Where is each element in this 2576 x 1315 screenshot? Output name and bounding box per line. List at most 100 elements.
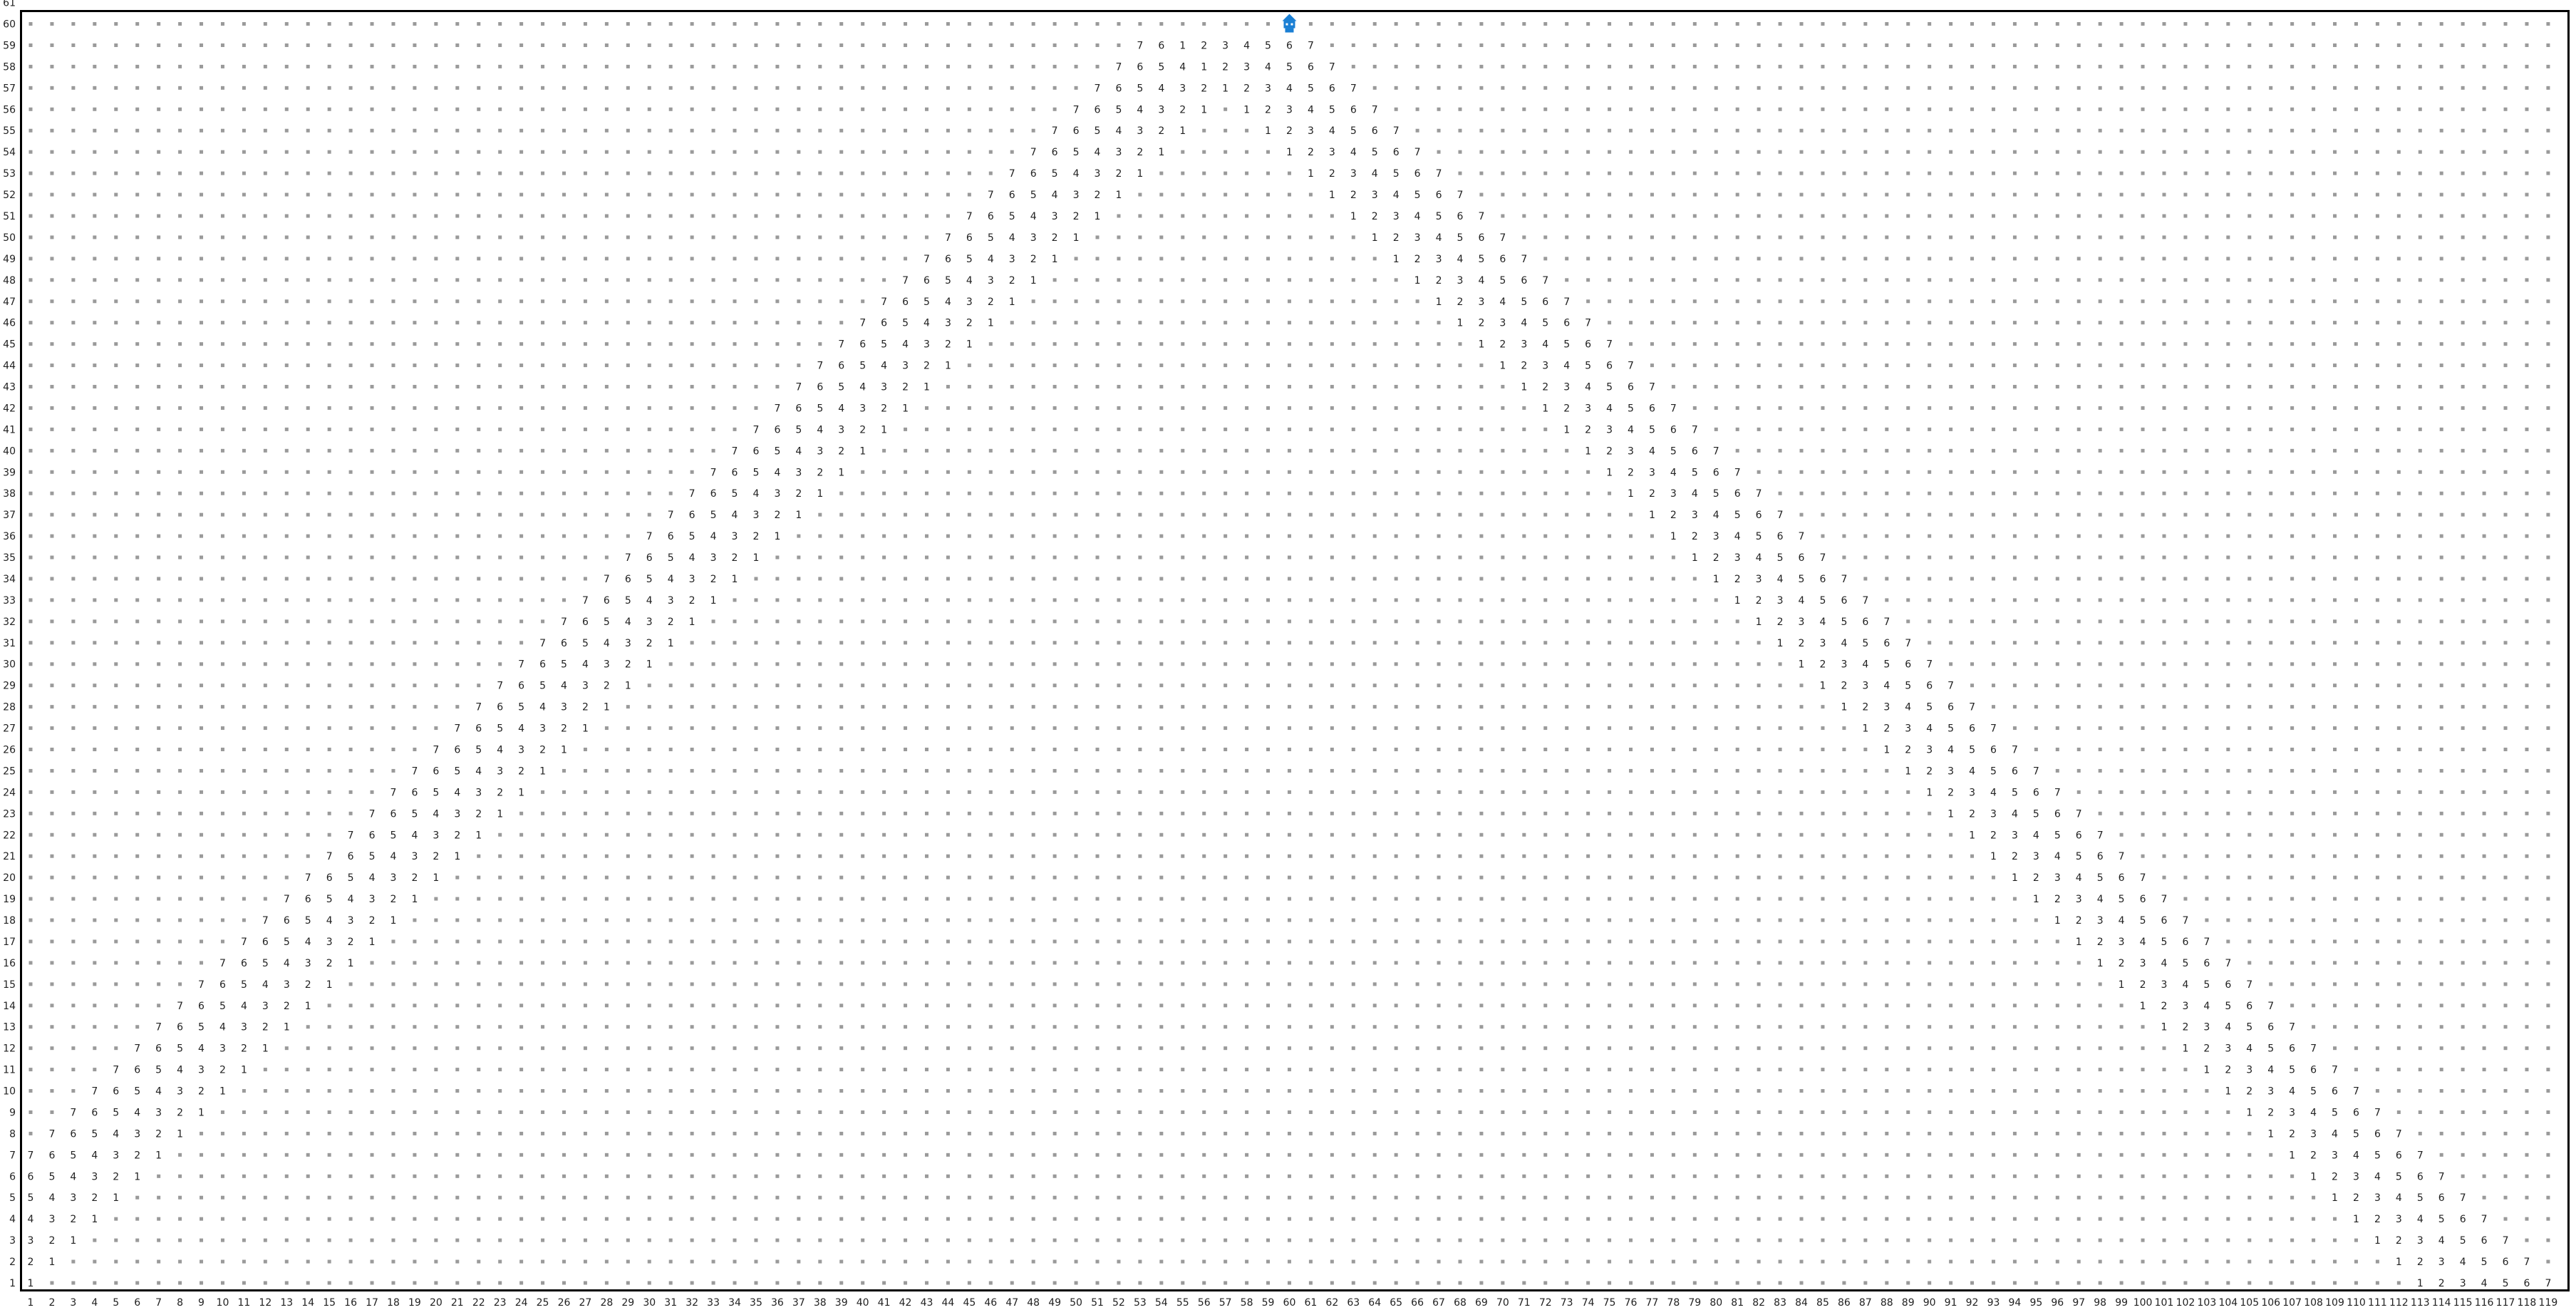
grid-dot: [348, 982, 353, 986]
grid-dot: [284, 470, 289, 474]
cell-number: 7: [1947, 681, 1954, 692]
cell-number: 7: [2076, 808, 2082, 820]
grid-dot: [157, 555, 161, 559]
grid-dot: [1031, 577, 1035, 581]
grid-dot: [220, 491, 224, 495]
grid-dot: [1586, 619, 1590, 624]
grid-dot: [2546, 939, 2550, 944]
grid-dot: [1501, 811, 1505, 815]
grid-dot: [2439, 641, 2443, 645]
grid-dot: [29, 726, 33, 731]
grid-dot: [1010, 1152, 1014, 1157]
grid-dot: [2226, 1110, 2230, 1114]
grid-dot: [1287, 832, 1291, 837]
grid-dot: [711, 790, 715, 794]
grid-dot: [327, 768, 331, 773]
cell-number: 5: [2310, 1086, 2317, 1098]
grid-dot: [2034, 684, 2038, 688]
grid-dot: [71, 662, 76, 666]
grid-dot: [2183, 1110, 2188, 1114]
grid-dot: [2162, 1238, 2166, 1242]
grid-dot: [2439, 1025, 2443, 1029]
grid-dot: [1714, 406, 1718, 410]
grid-dot: [1671, 854, 1675, 858]
cell-number: 2: [91, 1192, 98, 1204]
grid-dot: [562, 811, 566, 815]
grid-dot: [2226, 705, 2230, 709]
grid-dot: [114, 918, 118, 922]
grid-dot: [690, 875, 694, 880]
grid-dot: [71, 897, 76, 901]
grid-dot: [2205, 577, 2209, 581]
grid-dot: [50, 641, 54, 645]
grid-dot: [1906, 598, 1910, 602]
grid-dot: [2034, 577, 2038, 581]
grid-dot: [498, 961, 502, 965]
grid-dot: [1479, 1025, 1484, 1029]
grid-dot: [93, 577, 97, 581]
cell-number: 5: [2503, 1278, 2509, 1289]
grid-dot: [1224, 641, 1228, 645]
grid-dot: [583, 1259, 587, 1264]
grid-dot: [434, 684, 438, 688]
grid-dot: [1245, 470, 1249, 474]
grid-dot: [1479, 619, 1484, 624]
grid-dot: [882, 662, 886, 666]
grid-dot: [818, 1217, 822, 1221]
grid-dot: [1970, 1238, 1975, 1242]
cell-number: 5: [2332, 1107, 2338, 1118]
grid-dot: [1799, 1217, 1804, 1221]
grid-dot: [1117, 918, 1121, 922]
cell-number: 1: [91, 1214, 98, 1225]
grid-dot: [541, 427, 545, 431]
grid-dot: [1308, 555, 1313, 559]
grid-dot: [93, 662, 97, 666]
grid-dot: [2525, 726, 2529, 731]
cell-number: 2: [134, 1150, 140, 1161]
grid-dot: [1245, 555, 1249, 559]
grid-dot: [348, 1131, 353, 1135]
cell-number: 2: [1628, 467, 1634, 478]
grid-dot: [2247, 790, 2252, 794]
cell-number: 7: [2460, 1192, 2466, 1204]
grid-dot: [626, 918, 630, 922]
grid-dot: [1543, 427, 1548, 431]
grid-dot: [1031, 1217, 1035, 1221]
grid-dot: [2375, 1025, 2379, 1029]
grid-dot: [711, 1259, 715, 1264]
cell-number: 7: [454, 723, 460, 735]
grid-dot: [1650, 577, 1654, 581]
grid-dot: [1671, 1174, 1675, 1178]
grid-dot: [157, 448, 161, 453]
grid-dot: [200, 939, 204, 944]
grid-dot: [1586, 1281, 1590, 1285]
grid-dot: [114, 832, 118, 837]
grid-dot: [413, 1195, 417, 1200]
grid-dot: [1842, 512, 1846, 517]
grid-dot: [2461, 512, 2465, 517]
grid-dot: [626, 448, 630, 453]
grid-dot: [668, 491, 673, 495]
grid-dot: [1799, 512, 1804, 517]
grid-dot: [1799, 854, 1804, 858]
grid-dot: [157, 982, 161, 986]
grid-dot: [1308, 1152, 1313, 1157]
grid-dot: [2461, 619, 2465, 624]
grid-dot: [370, 1217, 374, 1221]
grid-dot: [711, 662, 715, 666]
cell-number: 3: [411, 851, 418, 862]
grid-dot: [455, 1131, 460, 1135]
cell-number: 6: [2203, 958, 2210, 969]
grid-dot: [1842, 854, 1846, 858]
cell-number: 2: [2203, 1043, 2210, 1055]
grid-dot: [2055, 1110, 2059, 1114]
cell-number: 1: [497, 808, 503, 820]
grid-dot: [2034, 918, 2038, 922]
cell-number: 2: [475, 808, 482, 820]
grid-dot: [1181, 768, 1185, 773]
grid-dot: [2333, 768, 2337, 773]
cell-number: 6: [539, 659, 546, 671]
grid-dot: [668, 790, 673, 794]
cell-number: 6: [2332, 1086, 2338, 1098]
grid-dot: [967, 406, 971, 410]
